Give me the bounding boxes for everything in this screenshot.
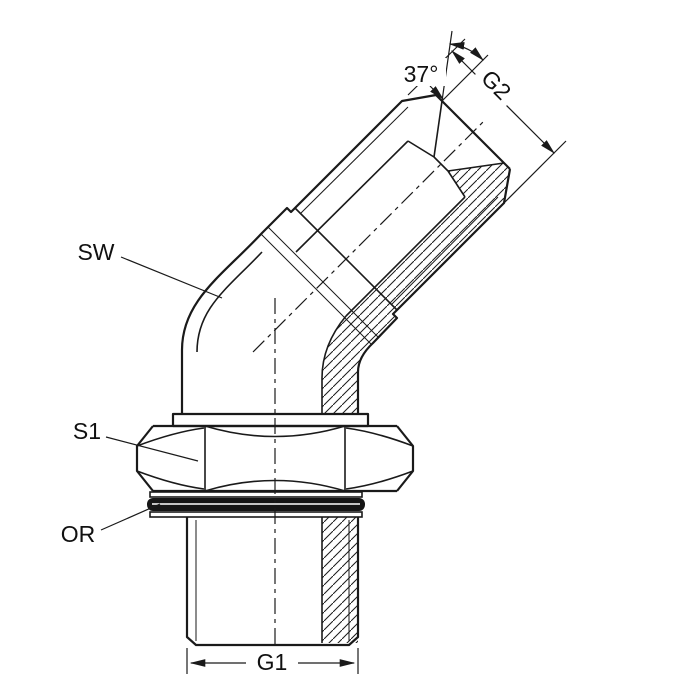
- dimension-g1: G1: [186, 648, 359, 675]
- arm-thread-root-lower: [390, 196, 499, 306]
- flare-angle-reference-line: [441, 54, 489, 102]
- g1-label: G1: [257, 649, 288, 675]
- nut-chamfer-arc-bottom-left: [136, 470, 205, 490]
- sw-leader-line: [120, 256, 223, 299]
- angle-label-bg: [396, 58, 446, 86]
- bore-wall-arm-upper: [295, 140, 409, 253]
- callout-s1: S1: [73, 418, 199, 462]
- callout-or: OR: [61, 503, 161, 547]
- sw-label: SW: [77, 239, 114, 265]
- callout-sw: SW: [77, 239, 223, 299]
- bore-wall-body: [321, 315, 347, 414]
- section-hatch: [322, 163, 510, 643]
- seal-washer-lower: [149, 511, 363, 518]
- nut-chamfer-arc-top-left: [136, 427, 205, 447]
- bend-transition-line-1: [260, 233, 372, 345]
- arm-thread-root-upper: [299, 106, 409, 215]
- flare-angle-arc: [448, 41, 484, 61]
- outer-left-contour: [180, 93, 437, 414]
- arm-lower-contour: [356, 168, 512, 414]
- bore-wall-arm-lower: [345, 196, 466, 317]
- nut-chamfer-arc-top-mid: [204, 425, 346, 438]
- angle-dimension-37: 37°: [396, 30, 489, 102]
- or-leader-line: [100, 503, 161, 531]
- cone-transition-lower: [447, 170, 466, 198]
- flare-cone-lower: [447, 162, 505, 172]
- flare-cone-upper: [433, 100, 443, 158]
- angled-centerline: [252, 118, 487, 353]
- s1-leader-line: [105, 436, 199, 462]
- g2-label-bg: [472, 60, 521, 109]
- centerlines: [252, 118, 487, 656]
- nut-left-profile: [135, 425, 154, 492]
- nut-chamfer-arc-top-right: [345, 427, 414, 447]
- seal-washer-upper: [149, 491, 363, 498]
- lock-washer: [171, 412, 370, 428]
- cone-apex-face: [433, 156, 449, 172]
- or-label: OR: [61, 521, 96, 547]
- angle-label: 37°: [404, 61, 439, 87]
- g2-extension-lower: [503, 140, 567, 204]
- bend-inner-offset-curve: [196, 251, 263, 353]
- hatch-arm-section: [322, 163, 510, 414]
- stud-outline: [185, 517, 360, 647]
- g1-label-bg: [246, 648, 298, 675]
- o-ring-assembly: [147, 491, 365, 518]
- hatch-stud-section: [322, 517, 358, 643]
- flare-angle-leader: [429, 85, 444, 100]
- nut-right-profile: [396, 425, 415, 492]
- hex-nut-s1: [135, 424, 415, 493]
- nut-chamfer-arc-bottom-right: [345, 470, 414, 490]
- s1-label: S1: [73, 418, 101, 444]
- cone-transition-upper: [407, 140, 435, 158]
